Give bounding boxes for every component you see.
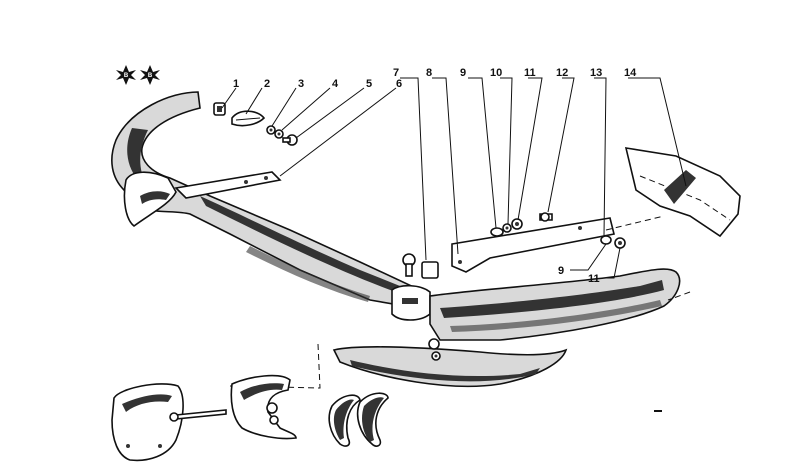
callout-labels: 1 2 3 4 5 6 7 8 9 10 11 12 13 14 9 11 <box>233 67 637 285</box>
callout-2: 2 <box>264 78 270 90</box>
callout-9-bottom: 9 <box>558 265 564 277</box>
star-symbol-1: B <box>116 65 136 85</box>
callout-10: 10 <box>490 67 502 79</box>
hardware-9-washer <box>490 227 504 237</box>
part-5-bolt <box>282 134 298 146</box>
leader-lines <box>221 77 687 279</box>
star-label-1: B <box>124 73 129 79</box>
callout-14: 14 <box>624 67 637 79</box>
callout-3: 3 <box>298 78 304 90</box>
car-body-section <box>624 147 741 238</box>
callout-11-bottom: 11 <box>588 273 600 285</box>
lower-valance-strip <box>332 346 568 388</box>
overrider-mount <box>230 374 297 440</box>
right-mounting-bracket <box>451 217 615 273</box>
part-1-clip <box>213 102 226 116</box>
part-4-washer <box>274 129 284 139</box>
rubber-seal-left <box>328 394 361 447</box>
callout-5: 5 <box>366 78 372 90</box>
hardware-10-washer <box>502 223 512 233</box>
callout-6: 6 <box>396 78 402 90</box>
overrider-bolt <box>169 409 227 422</box>
overrider-cap <box>111 383 184 462</box>
hardware-11b-nut <box>614 237 626 249</box>
part-2-spring <box>231 110 266 127</box>
callout-11-top: 11 <box>524 67 536 79</box>
small-dash-mark <box>654 410 662 412</box>
callout-9-top: 9 <box>460 67 466 79</box>
star-symbol-2: B <box>140 65 160 85</box>
left-mounting-bracket <box>174 171 282 199</box>
alignment-line-1 <box>605 215 665 231</box>
front-bumper-right-section <box>429 268 681 341</box>
callout-8: 8 <box>426 67 432 79</box>
callout-13: 13 <box>590 67 602 79</box>
callout-12: 12 <box>556 67 568 79</box>
callout-7: 7 <box>393 67 399 79</box>
part-3-washer <box>266 125 276 135</box>
callout-1: 1 <box>233 78 239 90</box>
rubber-seal-right <box>356 392 389 447</box>
alignment-line-3 <box>667 291 691 301</box>
hardware-9b-washer <box>600 235 612 245</box>
front-bumper-main <box>111 91 422 307</box>
hardware-12-bolt <box>539 212 553 222</box>
hardware-11-nut <box>511 218 523 230</box>
callout-4: 4 <box>332 78 339 90</box>
left-corner-guard <box>123 171 177 228</box>
center-nuts <box>428 338 441 361</box>
star-label-2: B <box>148 73 153 79</box>
